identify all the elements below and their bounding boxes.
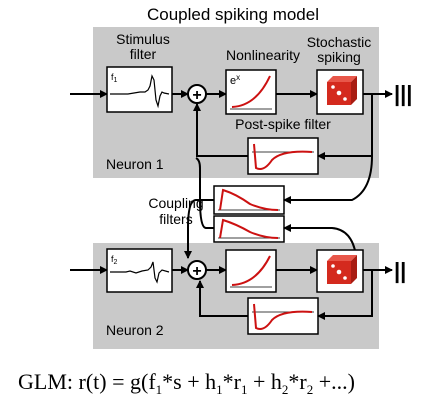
spike-train-2: ||: [394, 258, 406, 283]
feedback-to-sum-2: [196, 280, 248, 317]
neuron2-label: Neuron 2: [106, 322, 164, 338]
diagram-title: Coupled spiking model: [147, 5, 319, 24]
nonlinearity-curve-1: [231, 75, 271, 108]
nonlinearity-label: Nonlinearity: [226, 47, 300, 63]
feedback-line-2: [317, 270, 373, 320]
dice-icon: [327, 255, 357, 284]
filter1-tag: f1: [111, 72, 118, 84]
coupling-label-1: Coupling: [148, 195, 203, 211]
feedback-to-sum-1: [193, 103, 248, 157]
neuron1-label: Neuron 1: [106, 156, 164, 172]
stimulus-filter-box-1: [106, 66, 173, 113]
post-spike-curve-1: [253, 143, 313, 170]
nonlinearity-symbol: ex: [230, 73, 240, 87]
coupling-label-2: filters: [159, 211, 192, 227]
spike-train-1: |||: [394, 81, 412, 106]
glm-formula: GLM: r(t) = g(f1*s + h1*r1 + h2*r2 +...): [18, 369, 355, 397]
stimulus-filter-curve-2: [110, 261, 170, 284]
stochastic-label-2: spiking: [317, 49, 361, 65]
post-spike-curve-2: [253, 303, 313, 330]
coupling-wire-from-neuron1: [283, 155, 373, 204]
coupling-curve-bottom: [219, 218, 279, 239]
sum-symbol-2: +: [192, 263, 201, 280]
filter2-tag: f2: [111, 254, 118, 266]
coupling-wire-to-neuron1: [195, 157, 214, 229]
coupling-wire-to-neuron2: [184, 199, 214, 259]
nonlinearity-curve-2: [231, 255, 271, 286]
stimulus-filter-label-1: Stimulus: [116, 31, 170, 47]
coupling-curve-top: [219, 188, 279, 211]
dice-icon: [327, 76, 357, 105]
stimulus-filter-curve-1: [110, 74, 170, 109]
stimulus-filter-label-2: filter: [130, 46, 157, 62]
post-spike-filter-label: Post-spike filter: [235, 116, 331, 132]
stochastic-label-1: Stochastic: [307, 34, 372, 50]
sum-symbol-1: +: [192, 87, 201, 104]
